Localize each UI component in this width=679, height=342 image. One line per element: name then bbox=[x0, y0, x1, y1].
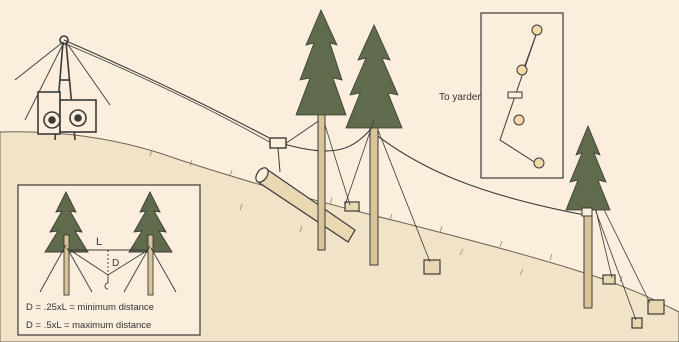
formula-minimum: D = .25xL = minimum distance bbox=[26, 302, 154, 313]
choker-line bbox=[278, 148, 280, 172]
yarder-machine bbox=[38, 92, 96, 134]
carriage bbox=[270, 138, 286, 148]
span-label: L bbox=[96, 236, 102, 248]
deflection-inset: L D D = .25xL = minimum distance D = .5x… bbox=[18, 185, 200, 335]
mainline-cable bbox=[66, 44, 280, 148]
formula-maximum: D = .5xL = maximum distance bbox=[26, 320, 151, 331]
plan-view-inset: To yarder bbox=[439, 13, 563, 178]
carriage-cable-to-tree bbox=[282, 120, 320, 146]
to-yarder-label: To yarder bbox=[439, 92, 481, 103]
deflection-label: D bbox=[112, 258, 119, 269]
